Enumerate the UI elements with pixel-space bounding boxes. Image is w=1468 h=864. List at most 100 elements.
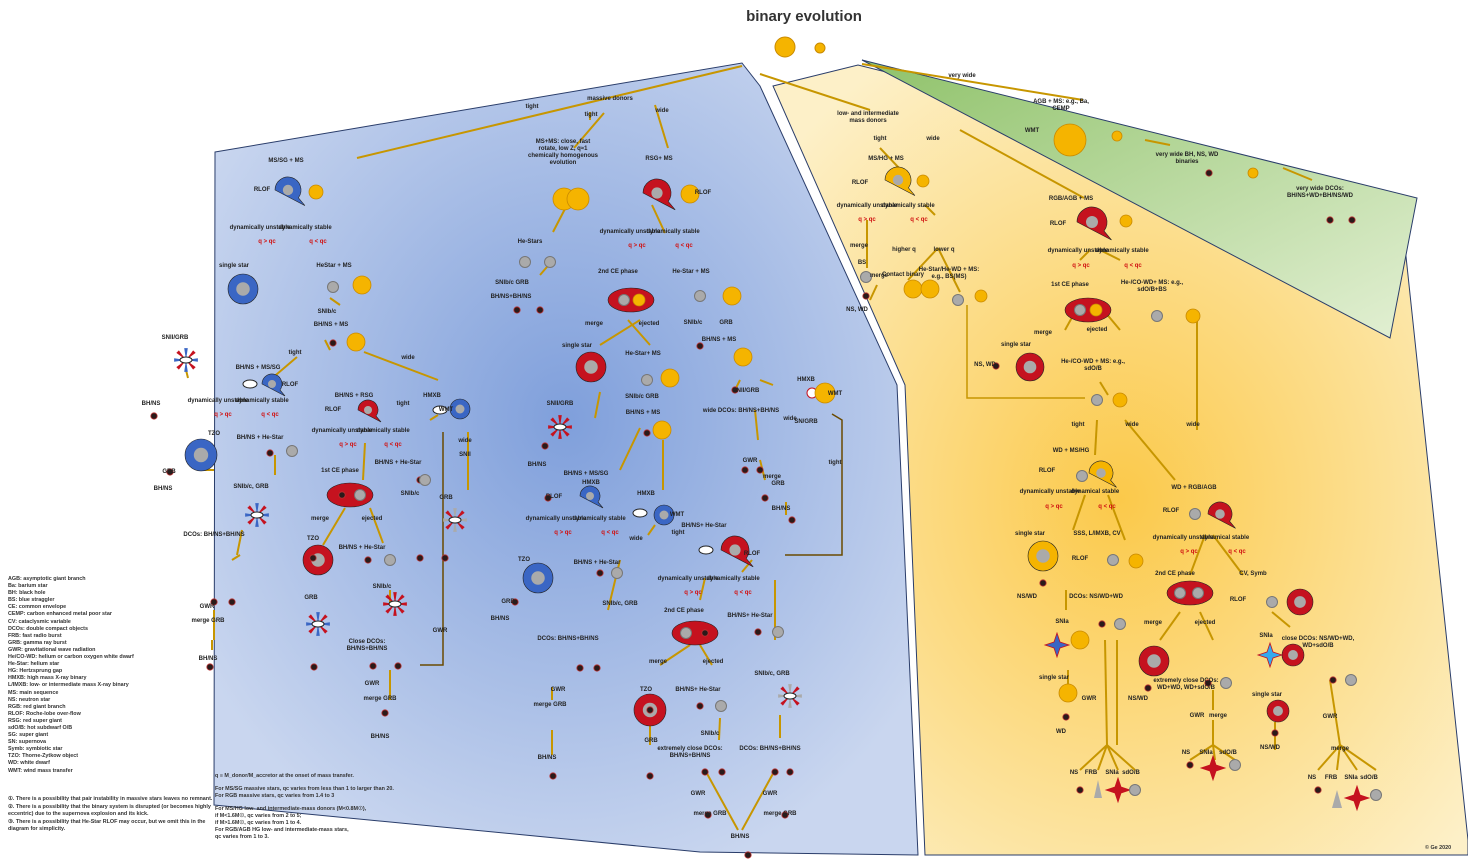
single-star-yellow-core [1036,549,1050,563]
snibc-grb-burst [783,692,797,700]
label-merge: merge [311,516,330,522]
dco-remnant [369,662,377,670]
snibc-grb-burst-ray [788,684,792,696]
connector-line [1072,494,1086,531]
bhns-remnant [643,429,651,437]
label-rgb-agb-ms: RGB/AGB + MS [1049,196,1093,202]
label-grb: GRB [644,738,658,744]
connector-line [1099,381,1109,396]
contact-binary-star [920,279,940,299]
label-ce1: 1st CE phase [1051,282,1089,288]
connector-line [699,577,706,601]
connector-line [322,507,346,546]
connector-line [759,73,871,111]
label-grb: GRB [719,320,733,326]
tzo-blue-core [193,447,209,463]
companion-ms-star [1185,308,1201,324]
bhns-remnant [788,516,796,524]
label-grb: GRB [162,469,176,475]
label-q-lt: q < qc [910,217,928,223]
label-dyn-unstable: dynamically unstable [312,428,373,434]
bhns-remnant [544,494,552,502]
label-close-dcos: Close DCOs: [349,639,386,645]
label-dyn-stable: dynamically stable [235,398,289,404]
ce-remnant [338,491,346,499]
label-ms-ms: chemically homogenous [528,153,599,159]
connector-line [594,391,601,419]
label-rlof: RLOF [852,180,869,186]
very-wide-remnant [1205,169,1213,177]
glossary-item: HMXB: high mass X-ray binary [8,675,87,682]
connector-line [1104,639,1108,746]
ms-ms-star [566,187,590,211]
q-note-line: For RGB/AGB HG low- and intermediate-mas… [215,827,349,833]
label-bhns: BH/NS [142,401,161,407]
label-merge: merge [1209,713,1228,719]
hmxb-eye [432,405,448,415]
snibc-burst [388,600,402,608]
connector-line [324,339,331,351]
label-q-lt: q < qc [384,442,402,448]
label-gwr: GWR [1323,714,1338,720]
he-star [694,290,706,302]
glossary-item: CE: common envelope [8,604,67,611]
ns-remnant [1314,786,1322,794]
label-bhns-rsg: BH/NS + RSG [335,393,374,399]
connector-line [869,284,878,301]
label-q-gt: q > qc [628,243,646,249]
snibc-burst-ray [393,592,397,604]
single-star-red-core [1273,706,1283,716]
label-sdob: sdO/B [1122,770,1140,776]
ms-sg-donor-rlof-core [282,184,294,196]
ns-remnant [1186,761,1194,769]
connector-line [573,112,605,149]
snii-grb-burst-ray [184,348,188,360]
connector-line [356,65,743,159]
snii-grb-burst-ray [184,360,188,372]
he-star [544,256,556,268]
footnote-item: ②. There is a possibility that the binar… [8,804,211,818]
dco-remnant [718,768,726,776]
connector-line [1212,534,1244,576]
label-dcos-bhns: DCOs: BH/NS+BH/NS [739,746,800,752]
label-contact-binary: Contact binary [882,272,925,278]
label-snii-grb2: SNII/GRB [733,388,760,394]
he-star [952,294,964,306]
agb-star [1053,123,1087,157]
label-grb: GRB [304,595,318,601]
bhns-remnant [150,412,158,420]
bhns-remnant [549,772,557,780]
connector-line [1189,744,1214,761]
connector-line [363,351,439,381]
label-merge-grb: merge GRB [191,618,225,624]
connector-line [879,147,900,169]
dco-remnant [771,768,779,776]
label-bhns: BH/NS [371,734,390,740]
glossary-item: CEMP: carbon enhanced metal poor star [8,611,112,618]
glossary-item: L/IMXB: low- or intermediate mass X-ray … [8,682,129,689]
companion-ms-star [1128,553,1144,569]
label-rlof: RLOF [1039,468,1056,474]
label-ejected: ejected [1087,327,1108,333]
bhns-remnant [596,569,604,577]
ce-ms [1089,303,1103,317]
connector-line [651,204,666,234]
label-agb-ms: AGB + MS: e.g., Ba, [1033,99,1089,105]
label-ns-wd2: NS/WD [1260,745,1281,751]
label-bhns-he-star: BH/NS+ He-Star [727,613,773,619]
label-gwr: GWR [763,791,778,797]
label-snibc: SNIb/c [401,491,420,497]
white-dwarf [1266,596,1278,608]
label-rlof: RLOF [254,187,271,193]
label-hmxb: HMXB [582,480,600,486]
label-q-lt: q < qc [734,590,752,596]
label-q-lt: q < qc [1228,549,1246,555]
label-grb: GRB [501,599,515,605]
glossary-item: sdO/B: hot subdwarf O/B [8,724,73,731]
he-star [715,700,727,712]
label-wmt: WMT [828,391,843,397]
companion-ms-star [733,347,753,367]
connector-line [654,104,669,149]
